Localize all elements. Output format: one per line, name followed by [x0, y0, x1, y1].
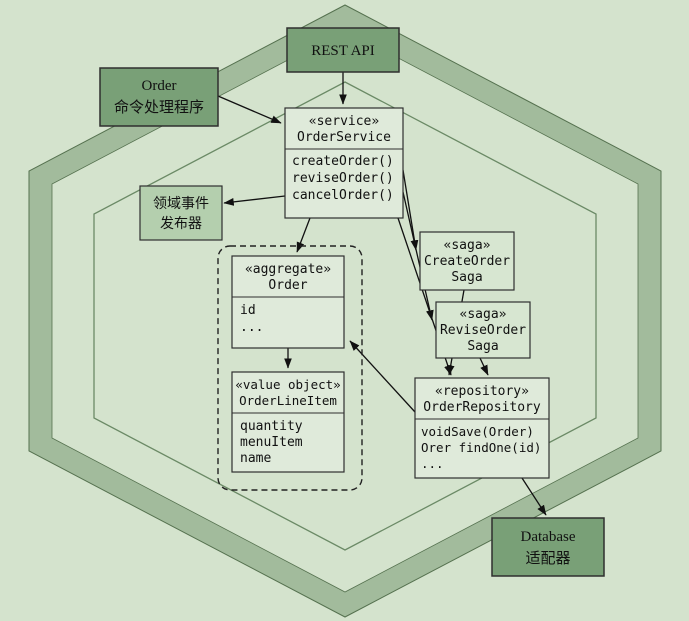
create-saga-stereotype: «saga»: [444, 238, 491, 253]
arrow-revise-saga-to-repository: [479, 357, 489, 376]
value-object-field-2: menuItem: [240, 435, 303, 450]
revise-saga-box-rect: [435, 301, 531, 359]
aggregate-boundary-dashed-box: [217, 245, 363, 491]
create-saga-line1: CreateOrder: [424, 254, 510, 269]
value-object-box: «value object» OrderLineItem quantity me…: [231, 371, 345, 473]
aggregate-field-2: ...: [240, 320, 263, 335]
repository-method-2: Orer findOne(id): [421, 440, 541, 455]
repository-box: «repository» OrderRepository voidSave(Or…: [414, 377, 550, 479]
repository-box-rect: [414, 377, 550, 479]
aggregate-box: «aggregate» Order id ...: [231, 255, 345, 349]
value-object-stereotype: «value object»: [235, 377, 340, 392]
value-object-field-3: name: [240, 451, 271, 466]
event-publisher-box-rect: [139, 185, 223, 241]
arrow-repository-to-aggregate: [349, 340, 416, 413]
database-adapter-line2: 适配器: [525, 550, 570, 567]
order-service-box-rect: [284, 107, 404, 219]
rest-api-box: REST API: [286, 27, 400, 73]
rest-api-label: REST API: [311, 43, 375, 59]
rest-api-box-rect: [286, 27, 400, 73]
arrow-command-handler-to-order-service: [217, 95, 282, 124]
order-service-box: «service» OrderService createOrder() rev…: [284, 107, 404, 219]
inner-hexagon: [93, 81, 597, 551]
arrow-order-service-to-create-saga: [402, 169, 419, 251]
repository-method-1: voidSave(Order): [421, 424, 534, 439]
command-handler-line2: 命令处理程序: [114, 98, 204, 116]
event-publisher-line1: 领域事件: [153, 196, 209, 212]
create-saga-box: «saga» CreateOrder Saga: [419, 231, 515, 291]
command-handler-box-rect: [99, 67, 219, 127]
aggregate-box-rect: [231, 255, 345, 349]
arrow-order-service-to-event-publisher: [223, 195, 286, 206]
revise-saga-line1: ReviseOrder: [440, 323, 526, 338]
revise-saga-line2: Saga: [467, 339, 498, 354]
command-handler-box: Order 命令处理程序: [99, 67, 219, 127]
repository-name: OrderRepository: [423, 400, 541, 415]
database-adapter-line1: Database: [521, 529, 576, 545]
repository-method-3: ...: [421, 456, 444, 471]
aggregate-name: Order: [268, 278, 307, 293]
create-saga-line2: Saga: [451, 270, 482, 285]
order-service-method-2: reviseOrder(): [292, 171, 394, 186]
aggregate-stereotype: «aggregate»: [245, 262, 331, 277]
create-saga-box-rect: [419, 231, 515, 291]
revise-saga-stereotype: «saga»: [460, 307, 507, 322]
order-service-stereotype: «service»: [309, 114, 380, 129]
order-service-name: OrderService: [297, 130, 391, 145]
order-service-method-3: cancelOrder(): [292, 188, 394, 203]
arrow-repository-to-database-adapter: [521, 477, 547, 516]
event-publisher-line2: 发布器: [160, 216, 202, 232]
aggregate-field-1: id: [240, 303, 256, 318]
arrow-order-service-to-revise-saga: [402, 191, 434, 321]
value-object-field-1: quantity: [240, 419, 303, 434]
value-object-name: OrderLineItem: [239, 393, 337, 408]
database-adapter-box: Database 适配器: [491, 517, 605, 577]
revise-saga-box: «saga» ReviseOrder Saga: [435, 301, 531, 359]
event-publisher-box: 领域事件 发布器: [139, 185, 223, 241]
repository-stereotype: «repository»: [435, 384, 529, 399]
value-object-box-rect: [231, 371, 345, 473]
arrow-order-service-to-aggregate: [296, 217, 311, 253]
database-adapter-box-rect: [491, 517, 605, 577]
command-handler-line1: Order: [142, 78, 177, 94]
order-service-method-1: createOrder(): [292, 154, 394, 169]
